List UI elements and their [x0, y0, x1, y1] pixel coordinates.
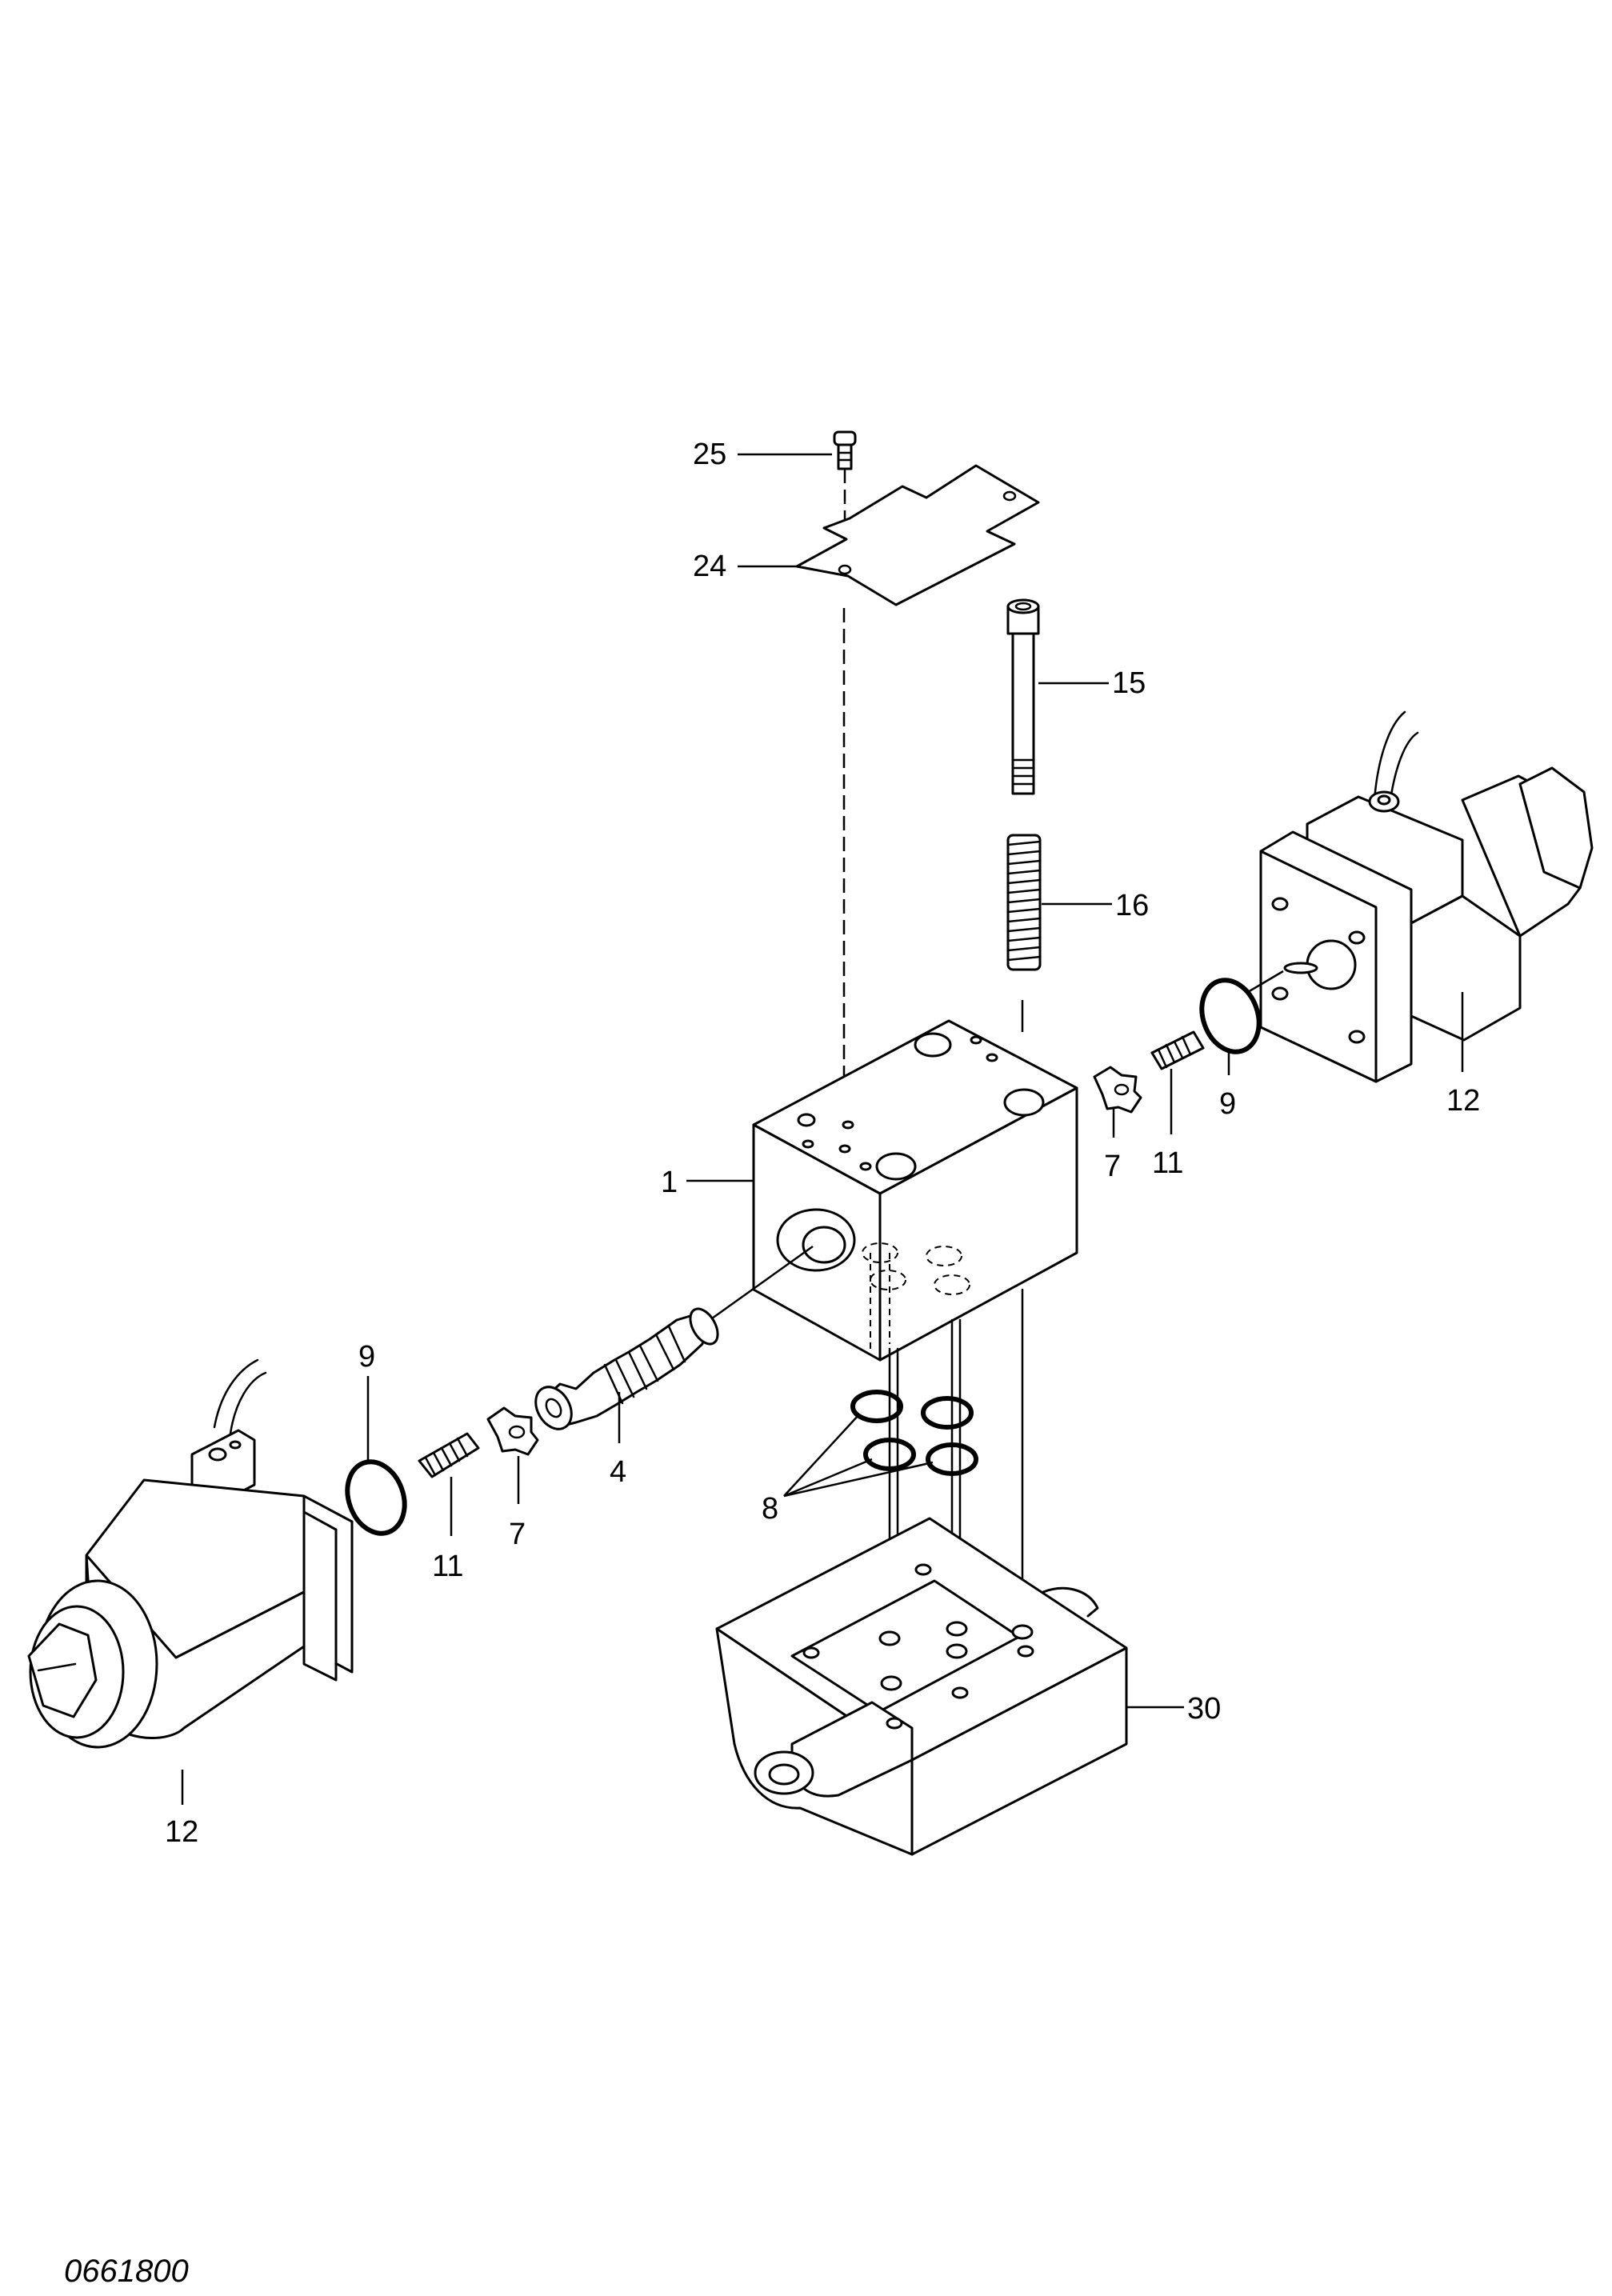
callout-15: 15: [1112, 666, 1146, 700]
part-30-base-block: [715, 1517, 1128, 1856]
callout-8: 8: [762, 1492, 778, 1526]
callout-7-left: 7: [509, 1518, 526, 1551]
part-7-retainer-right: [1093, 1066, 1142, 1114]
callout-16: 16: [1115, 889, 1149, 922]
callout-12-left: 12: [165, 1815, 198, 1849]
callout-7-right: 7: [1104, 1150, 1121, 1183]
part-24-cover-plate: [795, 464, 1040, 606]
part-12-solenoid-right: [1259, 710, 1594, 1083]
part-12-solenoid-left: [27, 1358, 354, 1749]
part-7-retainer-left: [486, 1406, 539, 1456]
callout-9-left: 9: [358, 1340, 375, 1374]
axis-line-spool: [711, 1245, 814, 1320]
callout-11-right: 11: [1152, 1146, 1183, 1180]
callout-24: 24: [693, 550, 726, 583]
part-11-spring-left: [418, 1432, 480, 1478]
callout-4: 4: [610, 1455, 626, 1489]
callout-11-left: 11: [432, 1550, 463, 1583]
callout-leaders: [181, 453, 1464, 1805]
part-4-spool: [534, 1307, 719, 1430]
callout-1: 1: [661, 1166, 678, 1199]
part-11-spring-right: [1150, 1030, 1205, 1070]
part-25-screw: [833, 430, 857, 470]
callout-30: 30: [1187, 1692, 1221, 1726]
part-16-spring: [1006, 834, 1042, 971]
callout-25: 25: [693, 438, 726, 471]
callout-12-right: 12: [1446, 1084, 1480, 1118]
part-9-o-ring-left: [345, 1459, 407, 1536]
part-8-o-rings: [850, 1390, 978, 1476]
callout-9-right: 9: [1219, 1087, 1236, 1121]
part-9-o-ring-right: [1199, 978, 1262, 1054]
axis-line-solenoid-right: [1247, 970, 1284, 994]
figure-code: 0661800: [64, 2254, 189, 2289]
part-1-valve-body: [752, 1019, 1078, 1362]
part-15-bolt: [1006, 598, 1040, 795]
